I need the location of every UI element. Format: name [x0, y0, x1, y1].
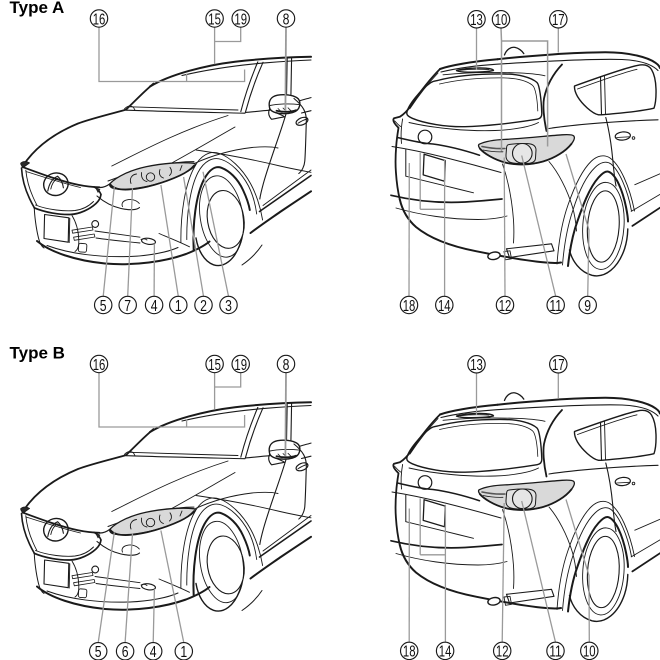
svg-text:Type B: Type B	[10, 344, 65, 363]
svg-text:Type A: Type A	[10, 0, 65, 17]
svg-text:13: 13	[470, 357, 483, 374]
svg-text:8: 8	[283, 11, 290, 28]
svg-text:10: 10	[583, 644, 596, 660]
svg-text:11: 11	[549, 644, 562, 660]
svg-text:4: 4	[150, 644, 157, 660]
svg-text:2: 2	[200, 298, 207, 315]
svg-text:8: 8	[283, 357, 290, 374]
svg-text:9: 9	[584, 298, 591, 315]
svg-text:5: 5	[100, 298, 107, 315]
svg-text:14: 14	[439, 644, 452, 660]
svg-text:14: 14	[438, 298, 451, 315]
svg-text:15: 15	[208, 11, 221, 28]
svg-text:18: 18	[403, 644, 416, 660]
svg-text:7: 7	[124, 298, 131, 315]
svg-text:11: 11	[549, 298, 562, 315]
svg-text:13: 13	[470, 12, 483, 29]
svg-text:10: 10	[495, 12, 508, 29]
svg-text:6: 6	[122, 644, 129, 660]
svg-text:12: 12	[499, 298, 512, 315]
svg-text:12: 12	[496, 644, 509, 660]
svg-text:15: 15	[208, 357, 221, 374]
svg-text:1: 1	[175, 298, 182, 315]
svg-text:1: 1	[180, 644, 187, 660]
svg-text:4: 4	[151, 298, 158, 315]
svg-text:16: 16	[93, 11, 106, 28]
svg-text:17: 17	[552, 357, 565, 374]
svg-text:3: 3	[225, 298, 232, 315]
svg-text:18: 18	[403, 298, 416, 315]
svg-text:19: 19	[234, 11, 247, 28]
svg-text:19: 19	[234, 357, 247, 374]
svg-text:16: 16	[93, 357, 106, 374]
svg-text:5: 5	[95, 644, 102, 660]
svg-text:17: 17	[552, 12, 565, 29]
